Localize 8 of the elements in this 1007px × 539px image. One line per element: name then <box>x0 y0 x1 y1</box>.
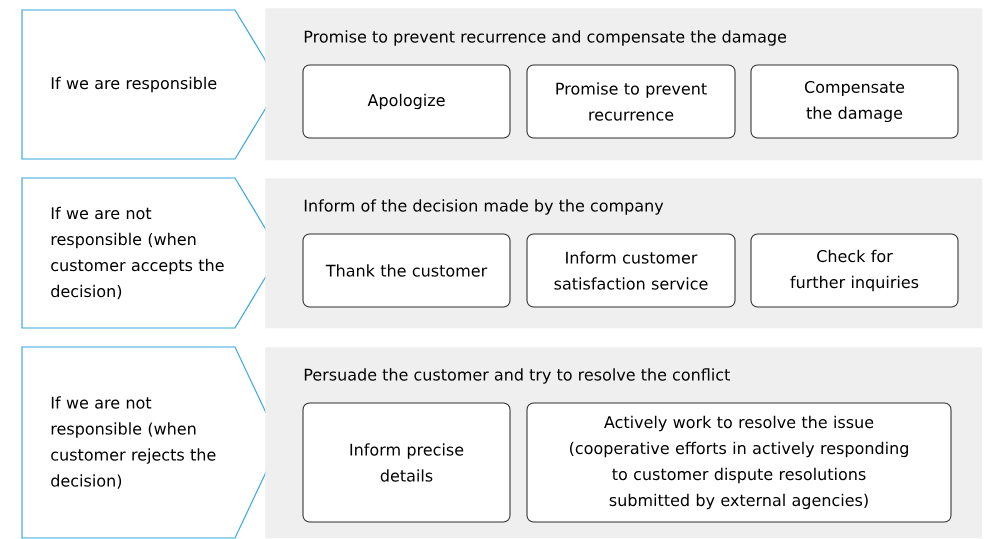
process-box: Compensate the damage <box>750 64 959 139</box>
process-box: Inform precise details <box>302 402 511 523</box>
process-box: Promise to prevent recurrence <box>526 64 736 139</box>
process-box: Check for further inquiries <box>750 233 959 308</box>
process-box: Thank the customer <box>302 233 511 308</box>
process-box: Inform customer satisfaction service <box>526 233 736 308</box>
process-box: Actively work to resolve the issue (cooperative efforts in actively responding to customer dispute resolutions submitted by external agencies) <box>526 402 952 523</box>
process-box: Apologize <box>302 64 511 139</box>
